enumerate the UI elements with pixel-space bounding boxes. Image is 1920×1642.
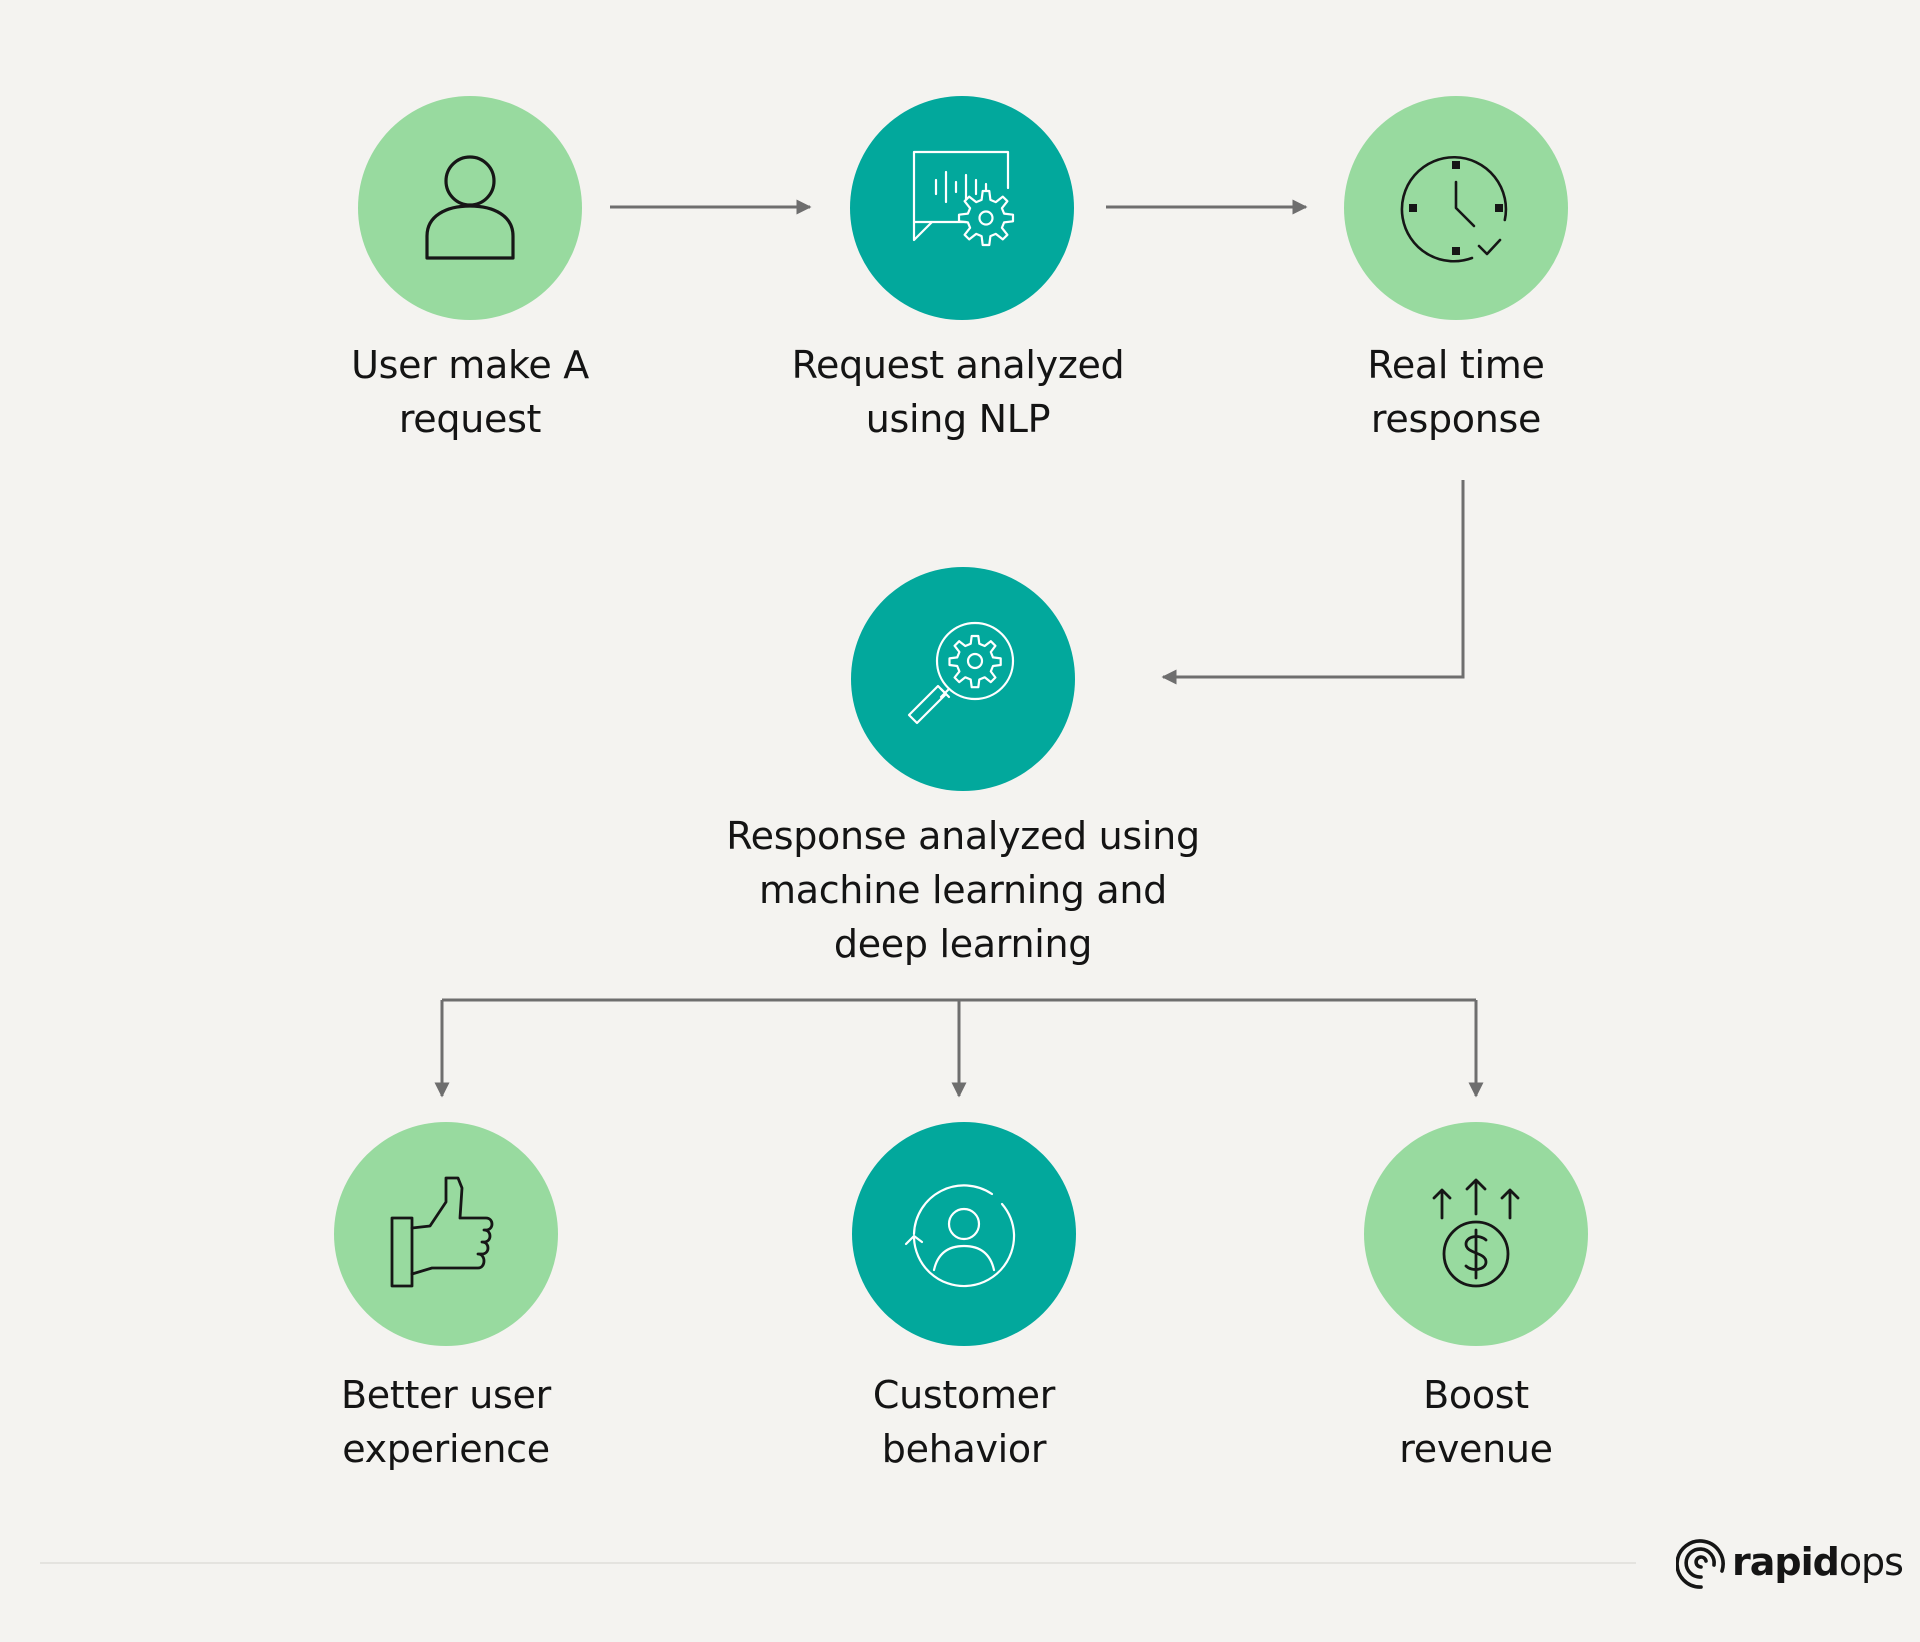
arrow-response-to-ml — [1161, 480, 1465, 685]
user-cycle-icon — [904, 1184, 1016, 1288]
brand-word-rapid: rapid — [1732, 1540, 1840, 1584]
label-line: Boost — [1423, 1373, 1529, 1417]
node-ml-analysis — [851, 567, 1075, 791]
label-realtime-response: Real time response — [1196, 338, 1716, 446]
node-user-request — [358, 96, 582, 320]
label-line: request — [398, 397, 542, 441]
label-line: Real time — [1367, 343, 1545, 387]
node-user-experience — [334, 1122, 558, 1346]
clock-check-icon — [1400, 156, 1508, 263]
label-ml-analysis: Response analyzed using machine learning… — [703, 809, 1223, 971]
label-line: deep learning — [833, 922, 1093, 966]
footer-divider — [40, 1562, 1636, 1564]
label-customer-behavior: Customer behavior — [704, 1368, 1224, 1476]
node-customer-behavior — [852, 1122, 1076, 1346]
label-line: revenue — [1399, 1427, 1553, 1471]
label-nlp-analysis: Request analyzed using NLP — [698, 338, 1218, 446]
label-line: behavior — [881, 1427, 1047, 1471]
label-user-request: User make A request — [210, 338, 730, 446]
label-user-experience: Better user experience — [186, 1368, 706, 1476]
thumbs-up-icon — [390, 1176, 494, 1288]
node-nlp-analysis — [850, 96, 1074, 320]
brand-word-ops: ops — [1838, 1540, 1904, 1584]
rapidops-logo-icon — [1676, 1539, 1725, 1589]
label-boost-revenue: Boost revenue — [1216, 1368, 1736, 1476]
node-realtime-response — [1344, 96, 1568, 320]
brand-wordmark: rapidops — [1732, 1540, 1904, 1584]
magnifier-gear-icon — [907, 621, 1015, 725]
speech-gear-icon — [912, 150, 1015, 247]
node-boost-revenue — [1364, 1122, 1588, 1346]
brand-logo: rapidops — [1676, 1532, 1904, 1592]
label-line: experience — [342, 1427, 550, 1471]
label-line: response — [1370, 397, 1542, 441]
label-line: Request analyzed — [791, 343, 1125, 387]
label-line: machine learning and — [759, 868, 1167, 912]
user-icon — [425, 155, 515, 260]
label-line: User make A — [351, 343, 589, 387]
label-line: Response analyzed using — [726, 814, 1200, 858]
label-line: Better user — [341, 1373, 551, 1417]
money-up-icon — [1432, 1178, 1520, 1288]
label-line: Customer — [872, 1373, 1056, 1417]
label-line: using NLP — [865, 397, 1051, 441]
